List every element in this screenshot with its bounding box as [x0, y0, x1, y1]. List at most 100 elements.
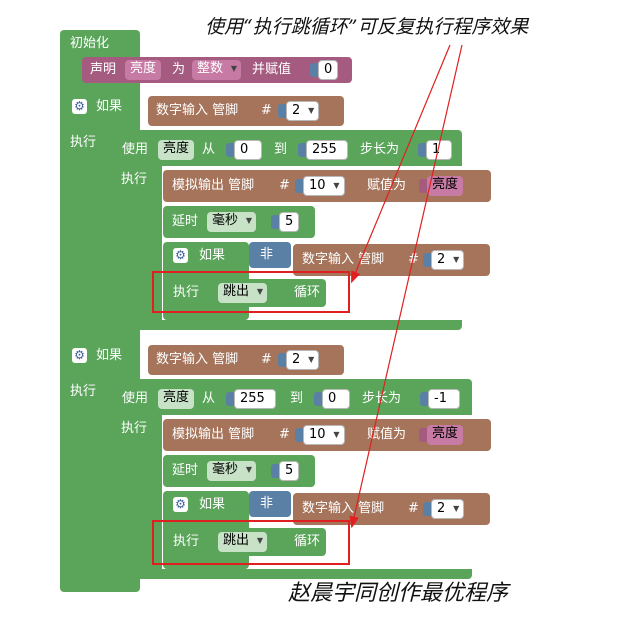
if-label: 如果: [96, 348, 123, 363]
break-loop-label: 循环: [294, 285, 321, 300]
socket: [271, 464, 279, 478]
for-step-label: 步长为: [360, 142, 400, 157]
socket: [423, 502, 431, 516]
delay-value-input[interactable]: 5: [279, 212, 300, 232]
gear-icon[interactable]: ⚙: [173, 497, 188, 512]
for-to-label: 到: [274, 142, 288, 157]
declare-type-dropdown[interactable]: 整数: [192, 60, 242, 80]
hash-label: #: [261, 103, 272, 118]
inner-if-label: 如果: [199, 497, 226, 512]
declare-label: 声明: [90, 62, 117, 77]
for-start-input[interactable]: 0: [234, 140, 262, 160]
break-dropdown[interactable]: 跳出: [218, 532, 268, 552]
analog-var-field[interactable]: 亮度: [427, 425, 464, 445]
hash-label: #: [408, 252, 419, 267]
digital-read-label: 数字输入 管脚: [156, 103, 239, 118]
socket: [226, 392, 234, 406]
annotation-top-text: 使用“执行跳循环”可反复执行程序效果: [205, 16, 529, 38]
declare-value-input[interactable]: 0: [318, 60, 339, 80]
delay-block[interactable]: 延时 毫秒 5: [163, 206, 315, 238]
pin-dropdown[interactable]: 2: [286, 350, 320, 370]
pin-dropdown[interactable]: 2: [431, 250, 465, 270]
declare-as-label: 为: [172, 62, 186, 77]
analog-var-field[interactable]: 亮度: [427, 176, 464, 196]
declare-var-field[interactable]: 亮度: [125, 60, 162, 80]
analog-assign-label: 赋值为: [367, 427, 407, 442]
not-block[interactable]: 非: [249, 242, 291, 268]
delay-label: 延时: [172, 463, 199, 478]
socket: [278, 104, 286, 118]
hash-label: #: [408, 501, 419, 516]
gear-icon[interactable]: ⚙: [173, 248, 188, 263]
socket: [423, 253, 431, 267]
break-block[interactable]: 跳出 循环: [214, 279, 326, 307]
inner-do-label: 执行: [173, 285, 200, 300]
socket: [278, 353, 286, 367]
analog-write-label: 模拟输出 管脚: [172, 178, 255, 193]
socket: [295, 428, 303, 442]
declare-assign-label: 并赋值: [252, 62, 292, 77]
break-dropdown[interactable]: 跳出: [218, 283, 268, 303]
for-var-field[interactable]: 亮度: [158, 140, 195, 160]
analog-assign-label: 赋值为: [367, 178, 407, 193]
inner-if-label: 如果: [199, 248, 226, 263]
digital-read-block[interactable]: 数字输入 管脚 # 2: [148, 96, 344, 126]
for-do-label: 执行: [121, 421, 148, 436]
for-from-label: 从: [202, 142, 216, 157]
for-var-field[interactable]: 亮度: [158, 389, 195, 409]
for-to-label: 到: [290, 391, 304, 406]
break-block[interactable]: 跳出 循环: [214, 528, 326, 556]
pin-dropdown[interactable]: 2: [431, 499, 465, 519]
for-from-label: 从: [202, 391, 216, 406]
delay-label: 延时: [172, 214, 199, 229]
analog-write-block[interactable]: 模拟输出 管脚 # 10 赋值为 亮度: [163, 170, 491, 202]
digital-read-label: 数字输入 管脚: [302, 501, 385, 516]
for-end-input[interactable]: 255: [306, 140, 348, 160]
setup-label: 初始化: [70, 36, 110, 51]
delay-unit-dropdown[interactable]: 毫秒: [207, 461, 257, 481]
break-loop-label: 循环: [294, 534, 321, 549]
for-step-input[interactable]: 1: [426, 140, 452, 160]
for-start-input[interactable]: 255: [234, 389, 276, 409]
not-block[interactable]: 非: [249, 491, 291, 517]
for-do-label: 执行: [121, 172, 148, 187]
pin-dropdown[interactable]: 10: [303, 176, 345, 196]
pin-dropdown[interactable]: 10: [303, 425, 345, 445]
annotation-bottom-text: 赵晨宇同创作最优程序: [288, 581, 509, 606]
for-use-label: 使用: [122, 142, 149, 157]
socket: [298, 143, 306, 157]
hash-label: #: [279, 178, 290, 193]
socket: [419, 428, 427, 442]
not-label: 非: [260, 496, 274, 511]
for-end-input[interactable]: 0: [322, 389, 350, 409]
socket: [419, 179, 427, 193]
pin-dropdown[interactable]: 2: [286, 101, 320, 121]
hash-label: #: [279, 427, 290, 442]
declare-block[interactable]: 声明 亮度 为 整数 并赋值 0: [82, 57, 352, 83]
inner-do-label: 执行: [173, 534, 200, 549]
socket: [310, 63, 318, 77]
socket: [314, 392, 322, 406]
delay-unit-dropdown[interactable]: 毫秒: [207, 212, 257, 232]
delay-block[interactable]: 延时 毫秒 5: [163, 455, 315, 487]
not-label: 非: [260, 247, 274, 262]
socket: [420, 392, 428, 406]
if-do-label: 执行: [70, 135, 97, 150]
highlight-box: [152, 520, 350, 565]
gear-icon[interactable]: ⚙: [72, 99, 87, 114]
gear-icon[interactable]: ⚙: [72, 348, 87, 363]
socket: [271, 215, 279, 229]
for-step-label: 步长为: [362, 391, 402, 406]
digital-read-label: 数字输入 管脚: [302, 252, 385, 267]
highlight-box: [152, 271, 350, 313]
digital-read-block[interactable]: 数字输入 管脚 # 2: [148, 345, 344, 375]
if-label: 如果: [96, 99, 123, 114]
hash-label: #: [261, 352, 272, 367]
for-step-input[interactable]: -1: [428, 389, 460, 409]
socket: [418, 143, 426, 157]
delay-value-input[interactable]: 5: [279, 461, 300, 481]
analog-write-block[interactable]: 模拟输出 管脚 # 10 赋值为 亮度: [163, 419, 491, 451]
socket: [226, 143, 234, 157]
analog-write-label: 模拟输出 管脚: [172, 427, 255, 442]
for-use-label: 使用: [122, 391, 149, 406]
